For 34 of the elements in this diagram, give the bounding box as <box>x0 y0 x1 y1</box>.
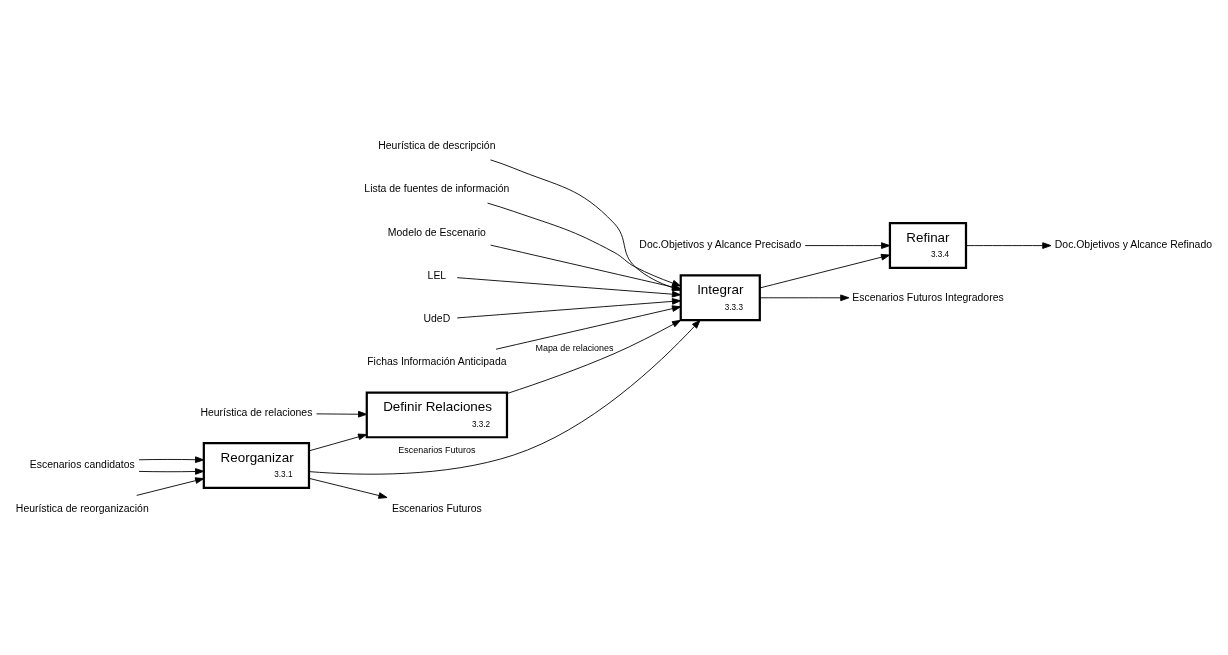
node-box: Definir Relaciones 3.3.2 <box>365 390 509 438</box>
arrow <box>308 319 701 475</box>
node-text: UdeD <box>423 312 451 324</box>
arrow <box>965 241 1052 249</box>
arrow <box>136 476 205 496</box>
node-text: Heurística de descripción <box>378 139 496 151</box>
arrow <box>138 467 205 475</box>
arrow <box>759 253 891 288</box>
node-box: Integrar 3.3.3 <box>679 273 761 321</box>
arrow <box>487 202 682 286</box>
arrow <box>804 241 891 249</box>
node-text: Doc.Objetivos y Alcance Precisado <box>639 238 802 250</box>
node-text: Escenarios candidatos <box>29 458 135 470</box>
arrow <box>316 410 368 418</box>
node-text: Escenarios Futuros <box>391 502 482 514</box>
node-text: Heurística de relaciones <box>200 406 313 418</box>
node-text: Lista de fuentes de información <box>364 182 510 194</box>
arrow <box>308 477 388 499</box>
arrow <box>495 304 682 350</box>
node-text: Doc.Objetivos y Alcance Refinado <box>1054 238 1213 250</box>
arrow <box>138 455 205 463</box>
edge-label: Mapa de relaciones <box>535 342 614 353</box>
node-box: Reorganizar 3.3.1 <box>202 441 311 489</box>
arrow <box>759 294 850 301</box>
edge-label: Escenarios Futuros <box>398 444 476 455</box>
arrow <box>308 433 368 451</box>
node-box: Refinar 3.3.4 <box>888 221 968 269</box>
node-text: Fichas Información Anticipada <box>367 355 507 367</box>
node-text: LEL <box>427 269 447 281</box>
node-text: Heurística de reorganización <box>15 502 149 514</box>
node-text: Modelo de Escenario <box>387 226 486 238</box>
arrow <box>456 297 682 318</box>
node-text: Escenarios Futuros Integradores <box>852 291 1004 303</box>
arrow <box>506 319 682 394</box>
